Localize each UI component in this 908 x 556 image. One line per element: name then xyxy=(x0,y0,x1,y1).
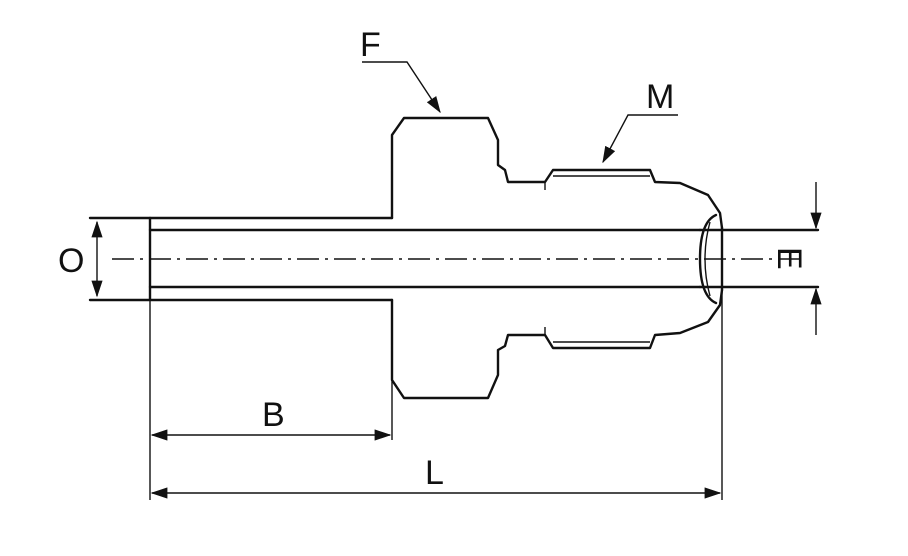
label-o: O xyxy=(58,242,84,280)
leader-m xyxy=(602,114,678,164)
label-l: L xyxy=(425,454,444,492)
nut-threads xyxy=(544,175,650,343)
label-b: B xyxy=(262,396,285,434)
end-face xyxy=(698,213,820,305)
body-outline-lower xyxy=(390,288,724,400)
leader-f xyxy=(362,61,441,114)
dimension-b xyxy=(149,300,393,500)
label-e: E xyxy=(770,247,808,270)
body-outline-upper xyxy=(390,116,724,230)
bore xyxy=(148,228,702,289)
label-m: M xyxy=(646,78,674,116)
dimension-l xyxy=(150,290,723,500)
label-f: F xyxy=(360,26,381,64)
